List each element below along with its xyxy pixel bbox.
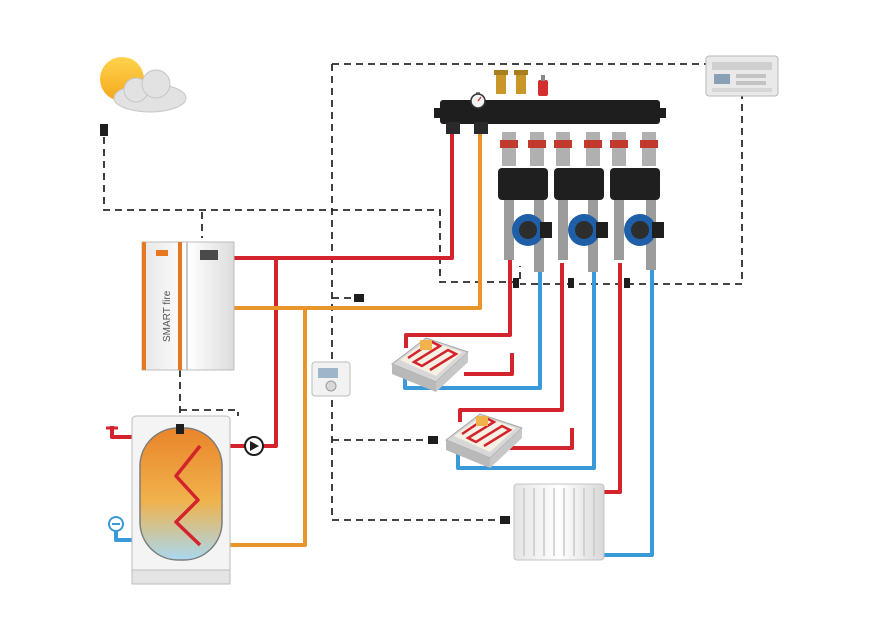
cold-water-inlet-icon [108,516,124,532]
pipework [110,130,654,557]
manifold-icon [434,70,666,134]
expansion-vessel-icon [538,75,548,96]
weather-icon [100,57,187,113]
boiler-brand-label: SMART fire [162,290,173,342]
outdoor-sensor-icon [100,124,108,136]
sensor-block [513,278,519,288]
pipe-sensor [354,294,364,302]
circulation-pump-icon [512,214,552,246]
pump-station-1 [498,132,552,272]
radiator-icon [513,483,605,561]
pump-station-3 [610,132,664,270]
underfloor-heating-icon [391,337,469,392]
water-heater-tank-icon [131,415,231,585]
pipe-sensor [500,516,510,524]
room-thermostat-icon [311,361,351,397]
tank-sensor [176,424,184,434]
pipe-sensor [428,436,438,444]
circulation-pump-icon [568,214,608,246]
underfloor-heating-icon [445,413,523,468]
circulation-pump-icon [624,214,664,246]
pressure-gauge-icon [470,92,486,109]
controller-icon [705,55,779,97]
pellet-boiler-icon: SMART fire [141,241,235,371]
safety-valve-icon [494,70,528,94]
sensor-block [624,278,630,288]
sensor-block [568,278,574,288]
pump-station-2 [554,132,608,272]
circulation-pump-icon [244,436,264,456]
